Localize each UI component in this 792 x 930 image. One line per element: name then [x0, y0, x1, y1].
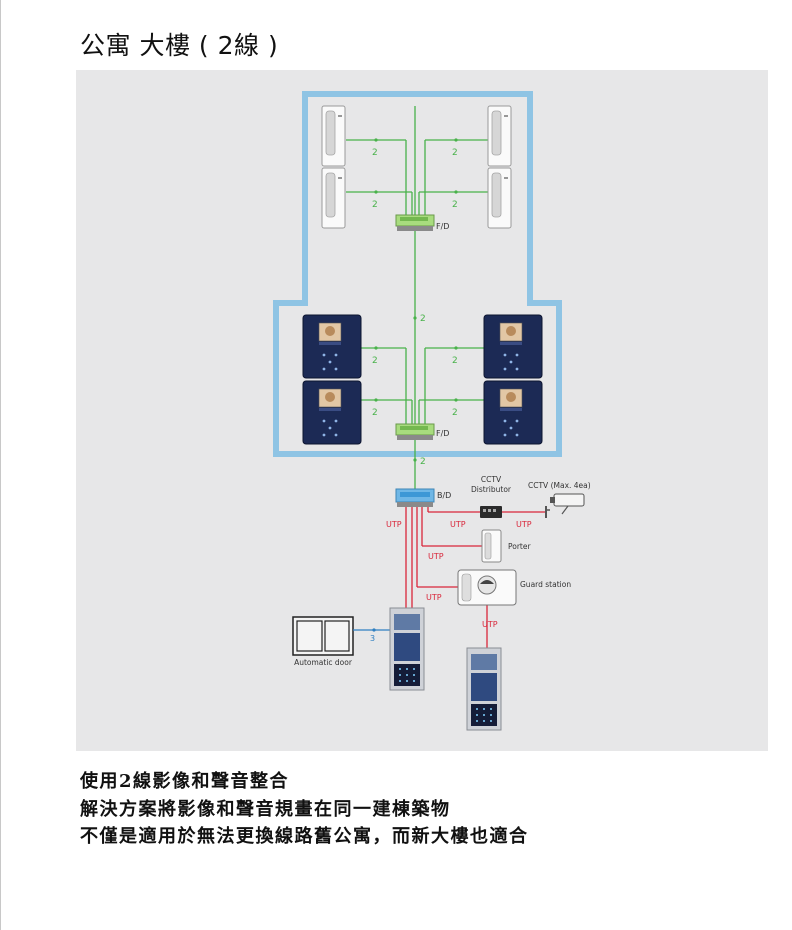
wire-count-top-left-2: 2 [372, 200, 378, 210]
automatic-door-icon [292, 616, 354, 656]
wire-count-mid-left-1: 2 [372, 356, 378, 366]
building-outline [273, 91, 562, 457]
floor-distributor-top [395, 214, 435, 232]
monitor-left-2 [302, 380, 362, 445]
fd-bottom-label: F/D [436, 429, 449, 438]
guard-station-label: Guard station [520, 580, 571, 589]
utp-label-camera: UTP [516, 520, 532, 529]
handset-top-left-2 [321, 167, 346, 229]
utp-label-guard-panel: UTP [482, 620, 498, 629]
bd-label: B/D [437, 491, 451, 500]
porter-phone [481, 529, 502, 563]
handset-top-left-1 [321, 105, 346, 167]
handset-top-right-1 [487, 105, 512, 167]
two-wire-middle [361, 347, 484, 489]
porter-label: Porter [508, 542, 531, 551]
system-diagram: 2 2 2 2 2 F/D 2 2 2 2 2 F/D B/D [76, 70, 768, 751]
description-line-1: 使用2線影像和聲音整合 [80, 771, 290, 792]
wire-count-riser-top: 2 [420, 314, 426, 324]
cctv-distributor [480, 506, 502, 518]
wire-count-mid-left-2: 2 [372, 408, 378, 418]
monitor-right-2 [483, 380, 543, 445]
utp-label-porter: UTP [428, 552, 444, 561]
utp-label-guard: UTP [426, 593, 442, 602]
cctv-camera-icon [545, 493, 585, 518]
cctv-distributor-label-2: Distributor [471, 485, 512, 494]
floor-distributor-bottom [395, 423, 435, 441]
automatic-door-label: Automatic door [294, 658, 353, 667]
left-border [0, 0, 1, 930]
guard-door-panel [466, 647, 502, 731]
monitor-right-1 [483, 314, 543, 379]
utp-label-distributor: UTP [450, 520, 466, 529]
wire-count-top-right-2: 2 [452, 200, 458, 210]
wire-count-top-right-1: 2 [452, 148, 458, 158]
utp-label-bd: UTP [386, 520, 402, 529]
wire-count-riser-bottom: 2 [420, 457, 426, 467]
cctv-camera-label: CCTV (Max. 4ea) [528, 481, 591, 490]
lobby-door-panel [389, 607, 425, 691]
wire-count-door: 3 [370, 634, 375, 643]
fd-top-label: F/D [436, 222, 449, 231]
description-line-3: 不僅是適用於無法更換線路舊公寓，而新大樓也適合 [80, 826, 529, 847]
monitor-left-1 [302, 314, 362, 379]
page-title: 公寓 大樓 ( 2線 ) [80, 31, 279, 60]
cctv-distributor-label-1: CCTV [481, 475, 502, 484]
description-line-2: 解決方案將影像和聲音規畫在同一建棟築物 [80, 798, 451, 820]
guard-station [457, 569, 517, 606]
two-wire-top [346, 106, 488, 424]
wire-count-mid-right-2: 2 [452, 408, 458, 418]
building-distributor [395, 488, 435, 507]
handset-top-right-2 [487, 167, 512, 229]
wire-junction-dots-middle [374, 346, 458, 462]
wire-junction-dots-top [374, 138, 458, 320]
wire-count-mid-right-1: 2 [452, 356, 458, 366]
description: 使用2線影像和聲音整合 解決方案將影像和聲音規畫在同一建棟築物 不僅是適用於無法… [80, 768, 529, 851]
wire-count-top-left-1: 2 [372, 148, 378, 158]
utp-wiring [405, 507, 546, 648]
door-wire-dot [372, 628, 376, 632]
diagram-svg: 2 2 2 2 2 F/D 2 2 2 2 2 F/D B/D [273, 91, 591, 731]
